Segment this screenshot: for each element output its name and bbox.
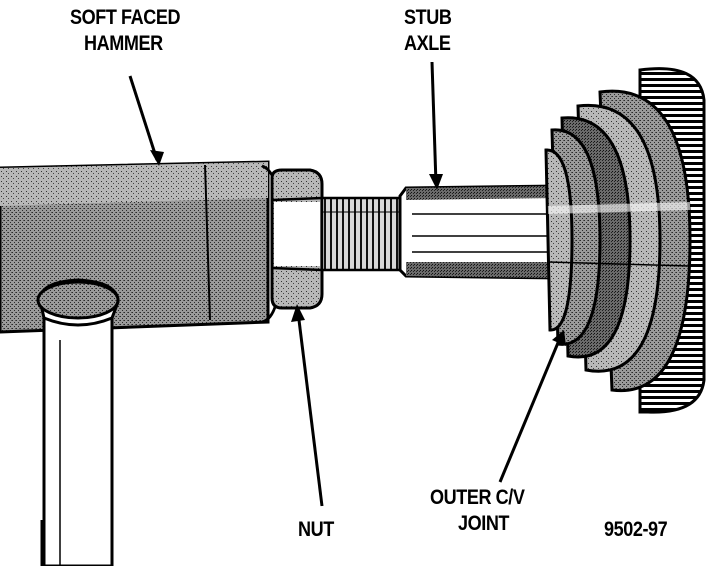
nut-leader-arrow (291, 304, 305, 322)
label-stub-axle-line2: AXLE (404, 32, 451, 55)
hammer-handle (36, 278, 120, 568)
label-soft-faced-hammer-line2: HAMMER (84, 32, 163, 55)
stub-axle-shaft (398, 184, 562, 280)
label-outer-cv-joint-line1: OUTER C/V (430, 486, 525, 509)
label-stub-axle-line1: STUB (404, 6, 452, 29)
hammer-leader (128, 75, 159, 161)
stub-axle-leader (430, 61, 438, 185)
label-outer-cv-joint-line2: JOINT (458, 512, 510, 535)
cv-joint-leader (498, 337, 562, 483)
threaded-shaft (320, 196, 406, 272)
cv-joint-leader-arrow (552, 330, 566, 346)
outer-cv-joint (544, 67, 706, 414)
leader-lines (40, 61, 566, 566)
stub-axle-leader-arrow (429, 174, 443, 190)
label-nut: NUT (298, 518, 334, 541)
label-soft-faced-hammer-line1: SOFT FACED (70, 6, 181, 29)
figure-id: 9502-97 (604, 518, 668, 541)
axle-nut (270, 168, 324, 310)
hammer-leader-arrow (150, 150, 164, 166)
nut-leader (296, 311, 324, 507)
